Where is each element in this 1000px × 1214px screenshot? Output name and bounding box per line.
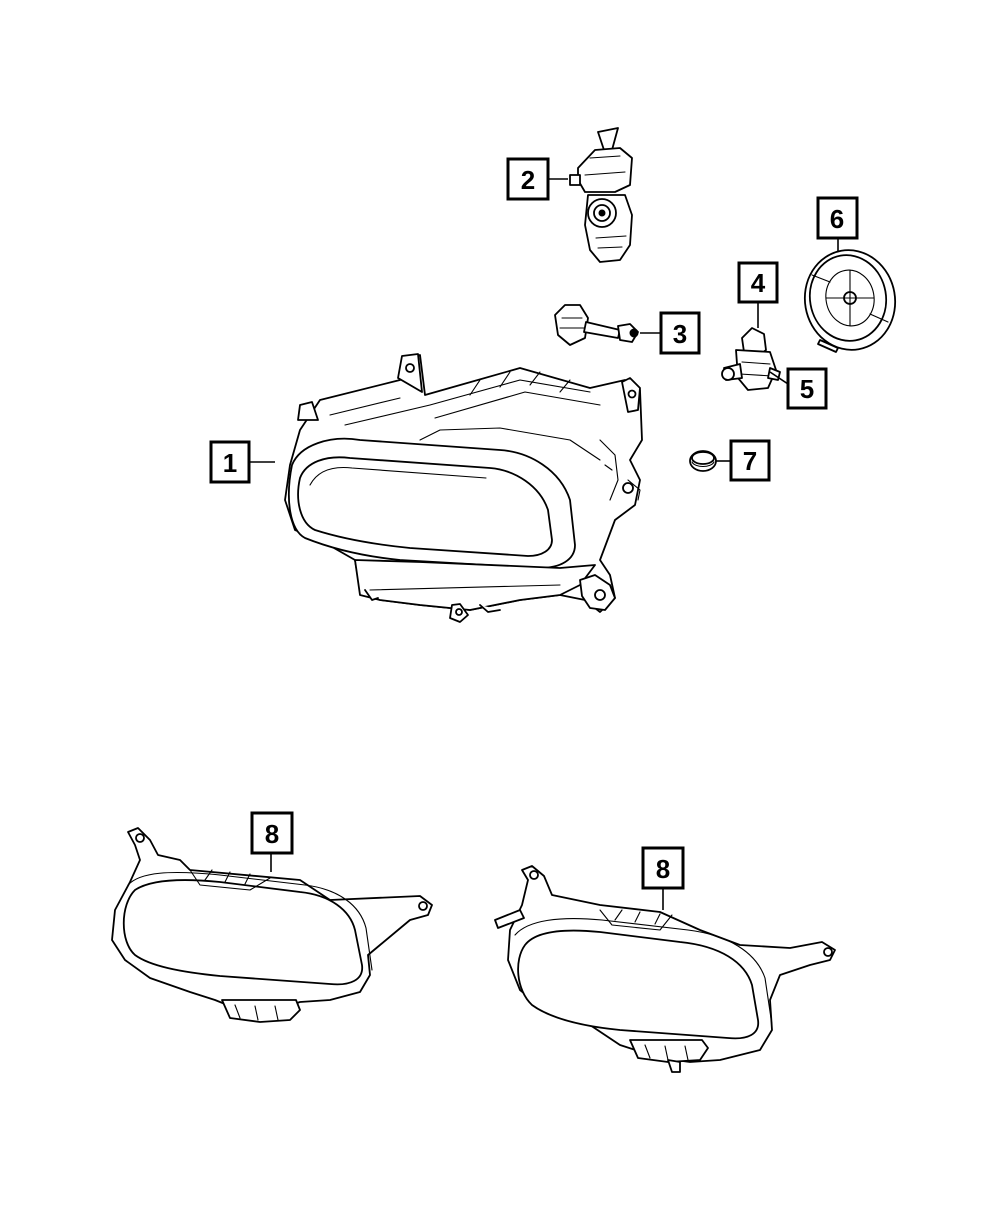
callout-8-right-label: 8	[656, 854, 670, 884]
callout-8-left: 8	[250, 811, 294, 855]
leader-lines	[249, 178, 839, 910]
headlamp-bulb-illustration	[721, 327, 781, 391]
dust-cover-illustration	[803, 249, 897, 353]
callout-2-label: 2	[521, 165, 535, 195]
callout-6: 6	[816, 196, 859, 240]
bezel-left-illustration	[111, 827, 433, 1023]
callout-1: 1	[209, 440, 251, 484]
callout-8-right: 8	[641, 846, 685, 890]
callout-8-left-label: 8	[265, 819, 279, 849]
leader-5	[769, 371, 789, 385]
callout-7-label: 7	[743, 446, 757, 476]
callout-6-label: 6	[830, 204, 844, 234]
callout-2: 2	[506, 157, 550, 201]
bezel-right-illustration	[494, 865, 836, 1073]
callout-1-label: 1	[223, 448, 237, 478]
socket-wire-illustration	[554, 304, 639, 346]
grommet-illustration	[689, 450, 717, 472]
callout-4: 4	[737, 261, 779, 304]
callout-5: 5	[786, 367, 828, 410]
callout-4-label: 4	[751, 268, 766, 298]
callout-3-label: 3	[673, 319, 687, 349]
leveling-actuator-illustration	[569, 127, 633, 263]
callout-3: 3	[659, 311, 701, 355]
headlamp-assembly-illustration	[284, 353, 643, 623]
callout-5-label: 5	[800, 374, 814, 404]
callout-7: 7	[729, 439, 771, 482]
